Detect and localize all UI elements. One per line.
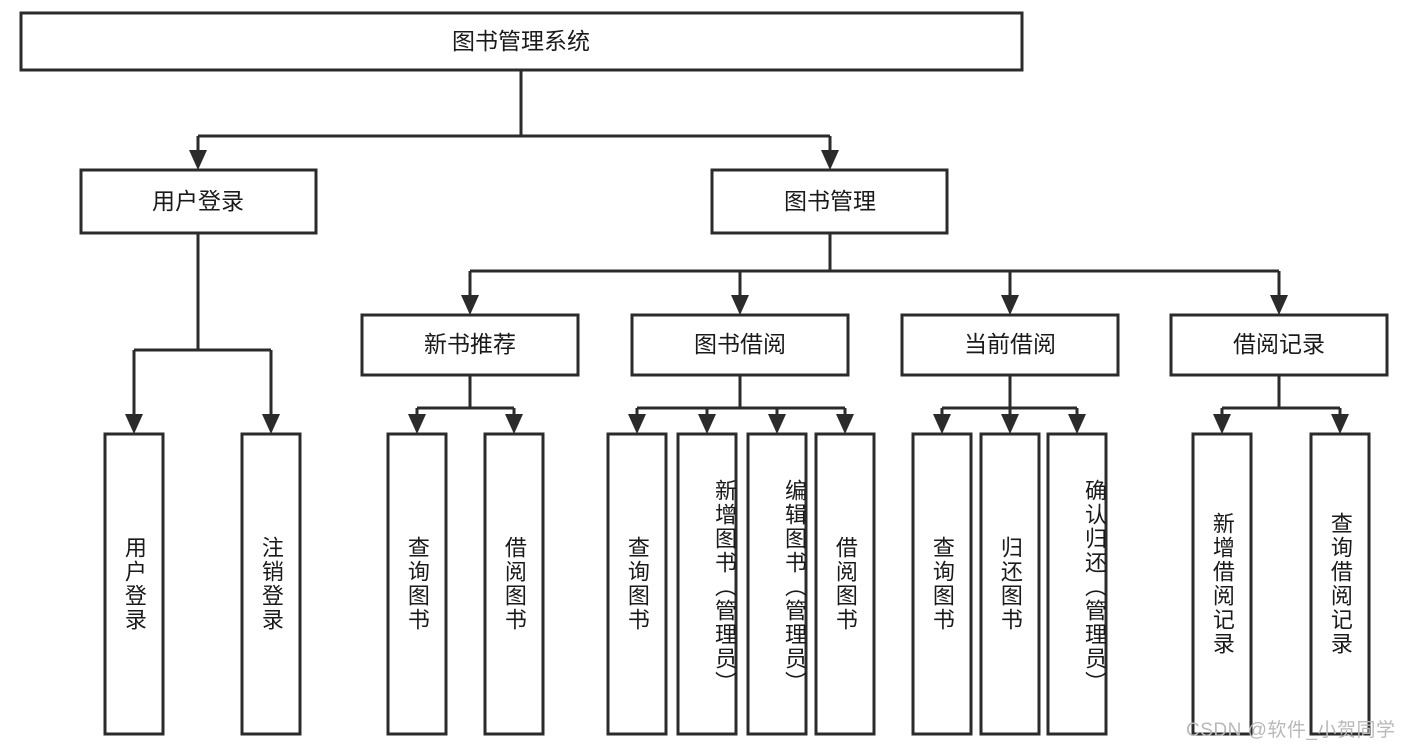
leaf-box-return-book[interactable] xyxy=(979,432,1041,736)
node-borrow-record-label: 借阅记录 xyxy=(1233,331,1325,357)
leaf-box-query-record[interactable] xyxy=(1309,432,1371,736)
node-root[interactable]: 图书管理系统 xyxy=(19,11,1024,72)
connector-currentborrow-to-leaves xyxy=(940,375,1079,420)
arrowhead-to-borrow-record xyxy=(1270,295,1288,315)
node-new-book-recommend[interactable]: 新书推荐 xyxy=(360,313,580,377)
connector-userlogin-to-leaves xyxy=(132,233,273,420)
leaf-box-group xyxy=(103,432,1371,736)
connector-root-to-level2 xyxy=(196,70,832,156)
leaf-box-query-book-1[interactable] xyxy=(386,432,448,736)
arrowhead-leaf-add-book xyxy=(698,414,716,434)
arrowhead-leaf-user-login xyxy=(125,414,143,434)
leaf-box-query-book-3[interactable] xyxy=(911,432,973,736)
arrowhead-leaf-query-record xyxy=(1331,414,1349,434)
arrowhead-leaf-query-book-3 xyxy=(933,414,951,434)
node-book-borrow-box[interactable] xyxy=(630,313,850,377)
node-root-box[interactable] xyxy=(19,11,1024,72)
arrowhead-to-book-borrow xyxy=(731,295,749,315)
arrowhead-leaf-logout xyxy=(262,414,280,434)
node-new-book-recommend-label: 新书推荐 xyxy=(424,331,516,357)
node-book-manage-box[interactable] xyxy=(710,168,949,235)
connector-newbook-to-leaves xyxy=(415,375,516,420)
node-current-borrow-box[interactable] xyxy=(900,313,1120,377)
node-user-login-box[interactable] xyxy=(79,168,318,235)
arrowhead-leaf-confirm-return xyxy=(1068,414,1086,434)
node-current-borrow-label: 当前借阅 xyxy=(964,331,1056,357)
node-new-book-recommend-box[interactable] xyxy=(360,313,580,377)
leaf-box-edit-book[interactable] xyxy=(746,432,808,736)
leaf-box-add-book[interactable] xyxy=(676,432,738,736)
leaf-box-confirm-return[interactable] xyxy=(1046,432,1108,736)
leaf-box-query-book-2[interactable] xyxy=(606,432,668,736)
leaf-box-borrow-book-1[interactable] xyxy=(483,432,545,736)
arrowhead-leaf-borrow-book-2 xyxy=(836,414,854,434)
arrowhead-leaf-borrow-book-1 xyxy=(505,414,523,434)
node-user-login-label: 用户登录 xyxy=(152,188,244,214)
connector-bookborrow-to-leaves xyxy=(635,375,847,420)
arrowhead-leaf-return-book xyxy=(1001,414,1019,434)
leaf-box-add-record[interactable] xyxy=(1191,432,1253,736)
arrowhead-leaf-add-record xyxy=(1213,414,1231,434)
arrowhead-to-new-book xyxy=(461,295,479,315)
arrowhead-to-book-manage xyxy=(821,150,839,170)
connector-group xyxy=(125,70,1349,434)
connector-borrowrecord-to-leaves xyxy=(1220,375,1342,420)
arrowhead-leaf-edit-book xyxy=(768,414,786,434)
leaf-box-borrow-book-2[interactable] xyxy=(814,432,876,736)
connector-bookmanage-to-level3 xyxy=(468,233,1281,301)
node-borrow-record[interactable]: 借阅记录 xyxy=(1169,313,1389,377)
node-book-manage-label: 图书管理 xyxy=(784,188,876,214)
node-book-borrow-label: 图书借阅 xyxy=(694,331,786,357)
node-book-borrow[interactable]: 图书借阅 xyxy=(630,313,850,377)
arrowhead-to-user-login xyxy=(189,150,207,170)
leaf-box-logout[interactable] xyxy=(240,432,302,736)
node-user-login[interactable]: 用户登录 xyxy=(79,168,318,235)
arrowhead-to-current-borrow xyxy=(1001,295,1019,315)
node-book-manage[interactable]: 图书管理 xyxy=(710,168,949,235)
leaf-box-user-login[interactable] xyxy=(103,432,165,736)
node-borrow-record-box[interactable] xyxy=(1169,313,1389,377)
node-root-label: 图书管理系统 xyxy=(452,28,590,54)
arrowhead-leaf-query-book-2 xyxy=(628,414,646,434)
csdn-watermark: CSDN @软件_小贺同学 xyxy=(1186,720,1396,741)
node-current-borrow[interactable]: 当前借阅 xyxy=(900,313,1120,377)
arrowhead-leaf-query-book-1 xyxy=(408,414,426,434)
